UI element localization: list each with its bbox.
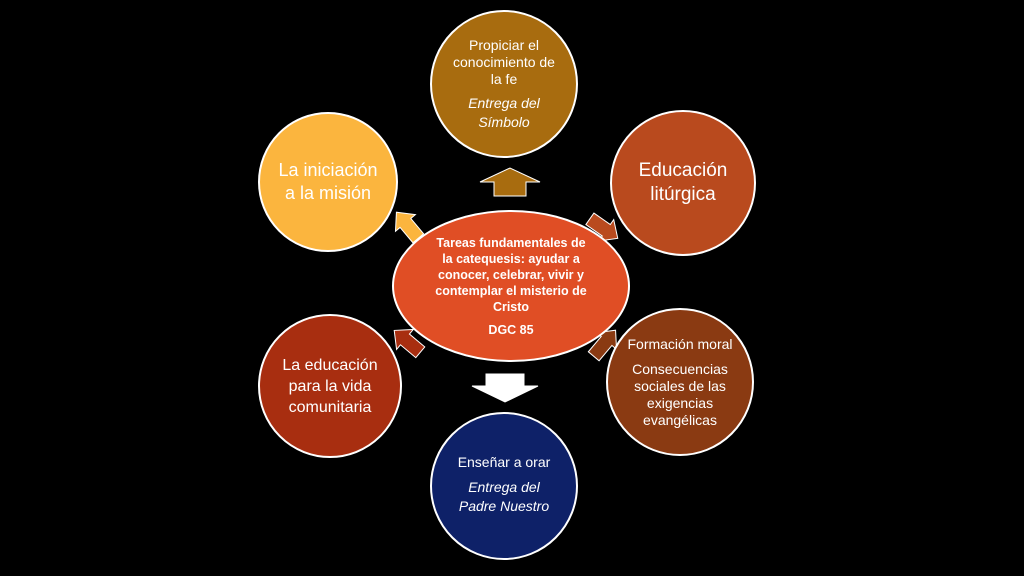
node-upper-right-title: Educación litúrgica: [638, 160, 728, 205]
arrow-upper-left: [394, 211, 425, 244]
node-community-life: La educación para la vida comunitaria: [258, 314, 402, 458]
center-reference: DGC 85: [488, 323, 534, 337]
node-teaching-to-pray: Enseñar a orar Entrega del Padre Nuestro: [430, 412, 578, 560]
arrow-lower-left: [393, 328, 426, 359]
node-upper-left-title: La iniciación a la misión: [278, 160, 378, 203]
node-moral-formation: Formación moral Consecuencias sociales d…: [606, 308, 754, 456]
node-top-title: Propiciar el conocimiento de la fe: [453, 36, 555, 87]
node-top-subtitle: Entrega del Símbolo: [468, 94, 540, 130]
node-lower-left-title: La educación para la vida comunitaria: [282, 356, 378, 416]
node-bottom-title: Enseñar a orar: [457, 453, 551, 470]
arrow-up: [479, 167, 541, 197]
node-liturgical-education: Educación litúrgica: [610, 110, 756, 256]
node-knowledge-of-faith: Propiciar el conocimiento de la fe Entre…: [430, 10, 578, 158]
node-bottom-subtitle: Entrega del Padre Nuestro: [458, 478, 550, 514]
center-title: Tareas fundamentales de la catequesis: a…: [435, 236, 587, 314]
node-lower-right-title: Formación moral: [627, 336, 733, 352]
node-mission-initiation: La iniciación a la misión: [258, 112, 398, 252]
arrow-upper-right: [585, 212, 619, 242]
arrow-down: [471, 373, 539, 403]
center-node: Tareas fundamentales de la catequesis: a…: [392, 210, 630, 362]
node-lower-right-subtitle: Consecuencias sociales de las exigencias…: [632, 361, 728, 428]
